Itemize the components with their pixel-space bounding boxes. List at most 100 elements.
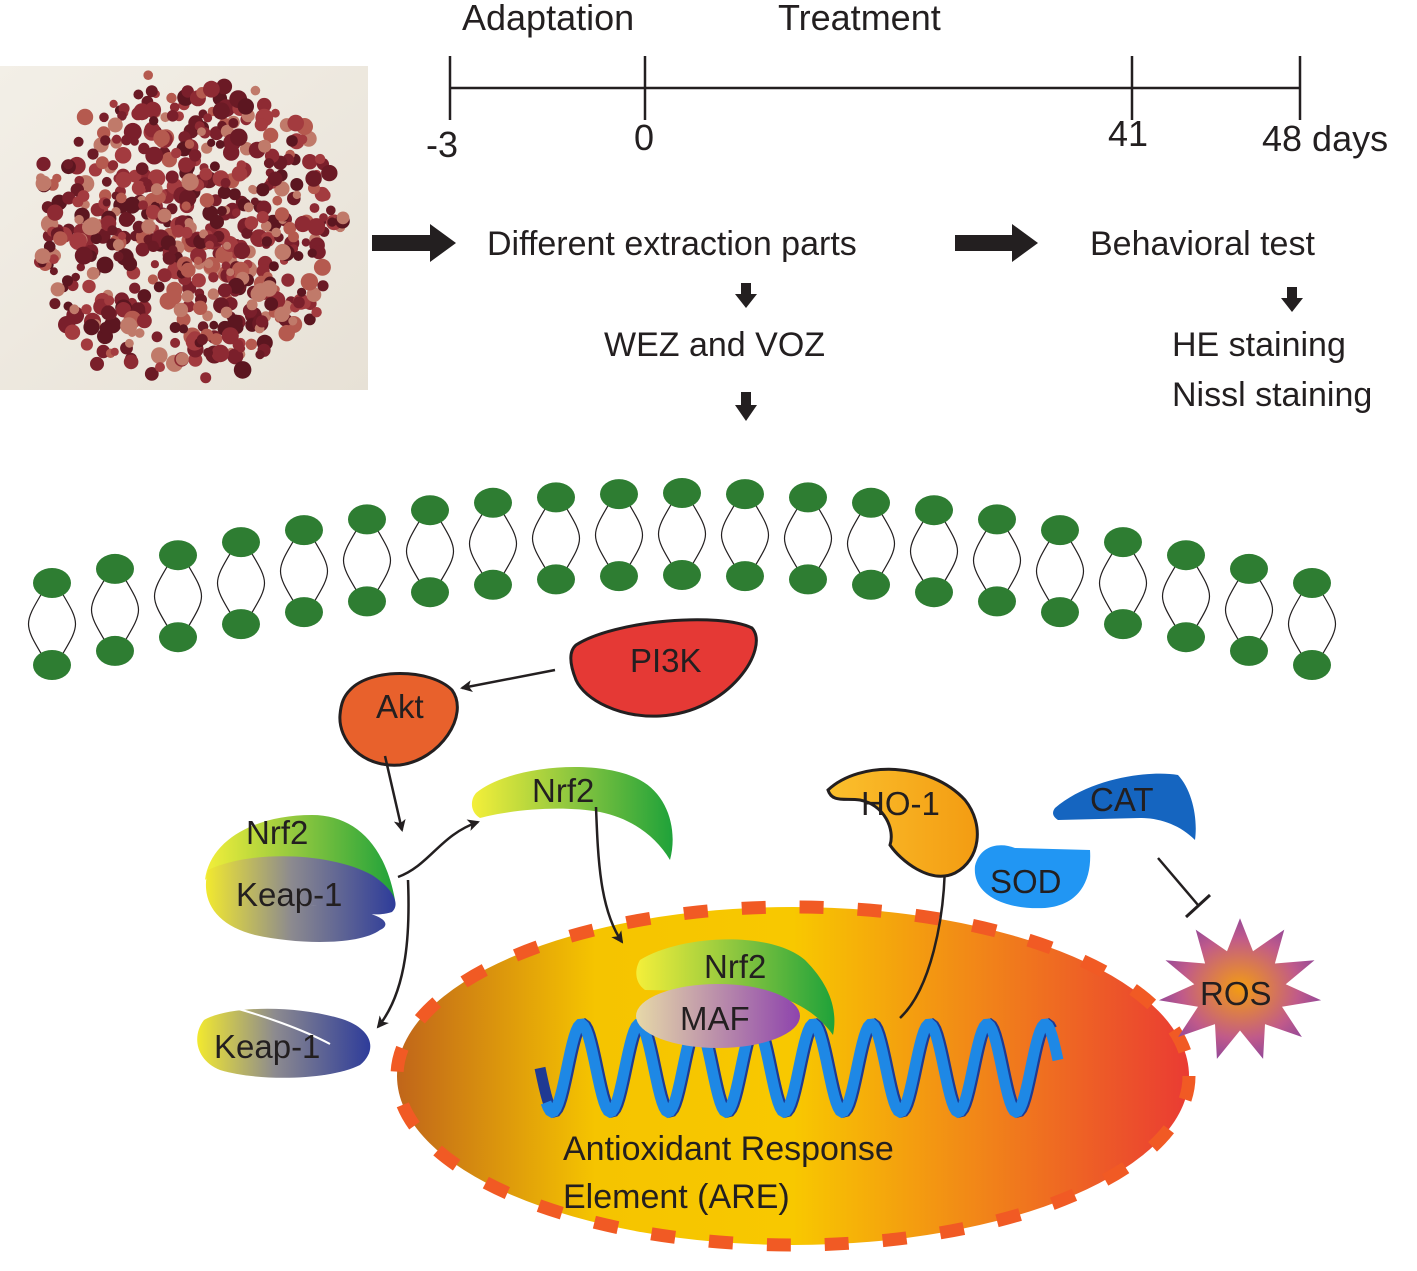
pepper-berry [278,325,295,342]
pepper-berry [223,241,232,250]
pepper-berry [47,204,64,221]
pepper-berry [115,171,132,188]
pepper-berry [336,211,350,225]
pepper-berry [188,149,202,162]
pepper-berry [130,137,139,146]
pepper-berry [118,231,127,240]
pepper-berry [74,246,93,265]
lipid-head [1167,540,1205,571]
pepper-berry [283,221,297,235]
pepper-berry [169,102,180,113]
lipid-head [222,609,260,640]
cat-label: CAT [1090,781,1154,818]
pepper-berry [261,236,273,247]
pepper-berry [272,195,283,206]
extracts-label: WEZ and VOZ [604,326,825,364]
pepper-berry [90,356,104,371]
pepper-photo [0,66,368,390]
pepper-berry [87,148,99,160]
pepper-berry [305,170,322,187]
pepper-berry [123,196,141,214]
pepper-berry [184,139,195,149]
pepper-berry [301,238,311,247]
pepper-berry [264,297,279,311]
pepper-berry [165,170,179,184]
cat-enzyme: CAT [1053,773,1196,840]
pepper-berry [244,216,259,230]
lipid-head [96,553,134,584]
lipid-head [1230,635,1268,666]
lipid-tail [91,578,139,642]
nrf2-keap1-complex: Nrf2 Keap-1 [205,814,396,942]
lipid-tail [973,529,1021,592]
lipid-head [852,569,890,600]
pepper-berry [256,183,270,197]
lipid-head [348,504,386,535]
lipid-head [1167,622,1205,653]
pepper-berry [99,321,113,335]
pepper-berry [173,302,189,318]
lipid-tail [154,564,202,628]
lipid-head [1104,609,1142,640]
pepper-berry [203,347,214,358]
pepper-berry [147,169,166,187]
pepper-berry [288,316,298,326]
pepper-berry [150,183,163,196]
pi3k-protein: PI3K [569,618,758,718]
pepper-berry [250,233,262,245]
pepper-berry [327,217,337,227]
pepper-berry [274,306,290,322]
pepper-berry [311,307,322,318]
pepper-berry [297,287,307,297]
pepper-berry [199,167,213,181]
pepper-berry [116,192,127,204]
lipid-head [915,577,953,608]
pepper-berry [36,156,51,172]
pepper-berry [99,112,109,123]
pepper-berry [71,272,80,282]
pepper-berry [129,282,141,294]
pepper-berry [196,334,208,345]
pepper-berry [83,319,100,336]
pepper-berry [237,98,254,115]
nissl-staining-label: Nissl staining [1172,376,1372,414]
pepper-berry [293,296,305,309]
pepper-berry [157,208,172,223]
pepper-berry [193,300,208,315]
pepper-berry [227,314,243,330]
pepper-berry [292,190,302,200]
arrow-down-icon [735,283,757,308]
lipid-head [159,622,197,653]
pepper-berry [141,219,156,234]
pepper-berry [181,290,194,303]
pepper-berry [180,226,193,239]
pepper-berry [178,157,194,173]
pepper-berry [117,111,127,121]
pepper-berry [286,135,298,147]
pepper-berry [153,281,165,293]
pepper-berry [49,298,61,310]
cell-membrane [28,478,1336,680]
lipid-head [537,564,575,595]
maf-label: MAF [680,1000,750,1037]
pepper-berry [121,134,132,146]
pepper-berry [191,273,206,288]
pepper-berry [100,135,111,146]
pepper-berry [300,273,319,291]
phase-adaptation-label: Adaptation [462,0,634,38]
pepper-berry [215,140,225,149]
pepper-berry [254,118,268,132]
are-label-line2: Element (ARE) [563,1178,790,1216]
pepper-berry [233,242,251,260]
lipid-head [1104,527,1142,558]
lipid-head [852,487,890,518]
pepper-berry [150,260,159,269]
pepper-berry [241,227,253,239]
workflow: Different extraction parts Behavioral te… [372,224,1372,421]
pepper-berry [211,344,230,363]
pepper-berry [204,259,214,269]
pepper-berry [293,251,304,261]
lipid-head [978,586,1016,617]
lipid-head [1041,597,1079,628]
